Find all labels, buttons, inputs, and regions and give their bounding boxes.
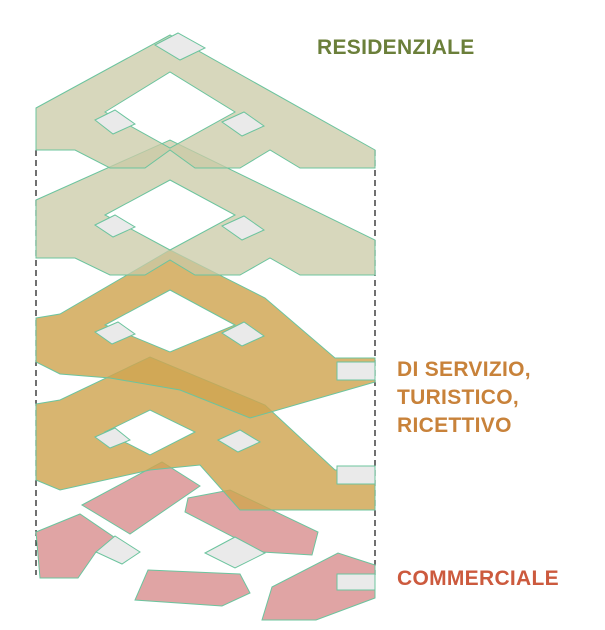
residential-floor-lower (35, 139, 376, 276)
label-commercial: COMMERCIALE (397, 567, 559, 590)
label-services-line-2: TURISTICO, (397, 386, 519, 409)
residential-void-top-right (220, 111, 266, 137)
services-floor-upper (35, 249, 376, 419)
services-floor-lower (35, 356, 376, 511)
services-void-upper-edge (336, 361, 376, 381)
commercial-block-center-top (80, 461, 201, 535)
residential-floor-top (35, 32, 376, 169)
services-void-upper-left (93, 321, 137, 345)
residential-void-top-left (94, 109, 137, 135)
label-services-line-1: DI SERVIZIO, (397, 358, 531, 381)
services-void-lower-left (94, 427, 131, 449)
services-void-lower-edge (336, 465, 376, 485)
commercial-block-bottom-right (261, 552, 376, 621)
commercial-floor (35, 461, 376, 621)
label-services-line-3: RICETTIVO (397, 414, 512, 437)
commercial-void-left (95, 535, 141, 565)
residential-slab-lower (35, 139, 376, 276)
label-residential: RESIDENZIALE (317, 36, 475, 59)
residential-void-lower-left (94, 214, 137, 238)
residential-slab-top (35, 34, 376, 169)
commercial-void-right (336, 573, 376, 591)
residential-void-lower-right (220, 215, 266, 241)
commercial-block-bottom-left (134, 569, 251, 607)
services-void-lower-right (216, 429, 262, 453)
residential-void-top-peak (153, 32, 207, 61)
commercial-void-center (203, 536, 267, 569)
services-void-upper-right (220, 321, 266, 347)
